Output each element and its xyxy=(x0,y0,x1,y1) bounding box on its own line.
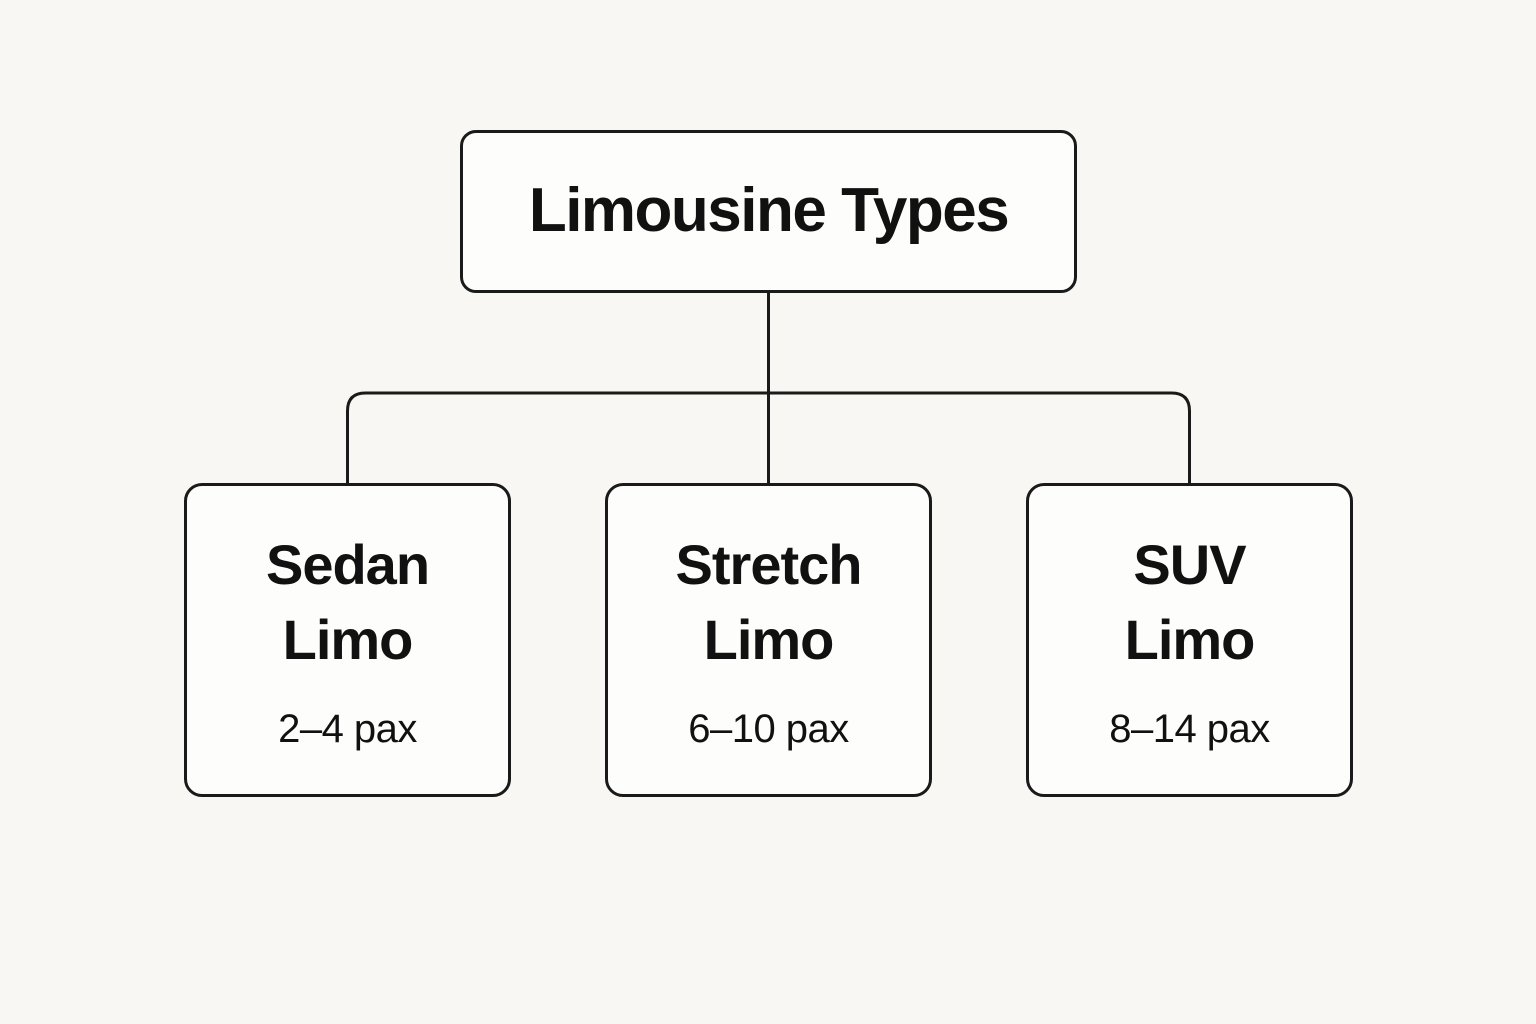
child-node-capacity: 8–14 pax xyxy=(1109,706,1270,751)
child-node-label: Sedan Limo xyxy=(265,533,430,671)
child-node-suv-limo: SUV Limo 8–14 pax xyxy=(1026,483,1353,797)
child-node-label: SUV Limo xyxy=(1124,533,1256,671)
child-node-capacity: 6–10 pax xyxy=(688,706,849,751)
child-node-sedan-limo: Sedan Limo 2–4 pax xyxy=(184,483,511,797)
child-node-capacity: 2–4 pax xyxy=(278,706,417,751)
connector-bus xyxy=(346,391,1191,487)
root-node-limousine-types: Limousine Types xyxy=(460,130,1077,293)
root-node-label: Limousine Types xyxy=(528,176,1010,246)
child-node-stretch-limo: Stretch Limo 6–10 pax xyxy=(605,483,932,797)
child-node-label: Stretch Limo xyxy=(675,533,863,671)
